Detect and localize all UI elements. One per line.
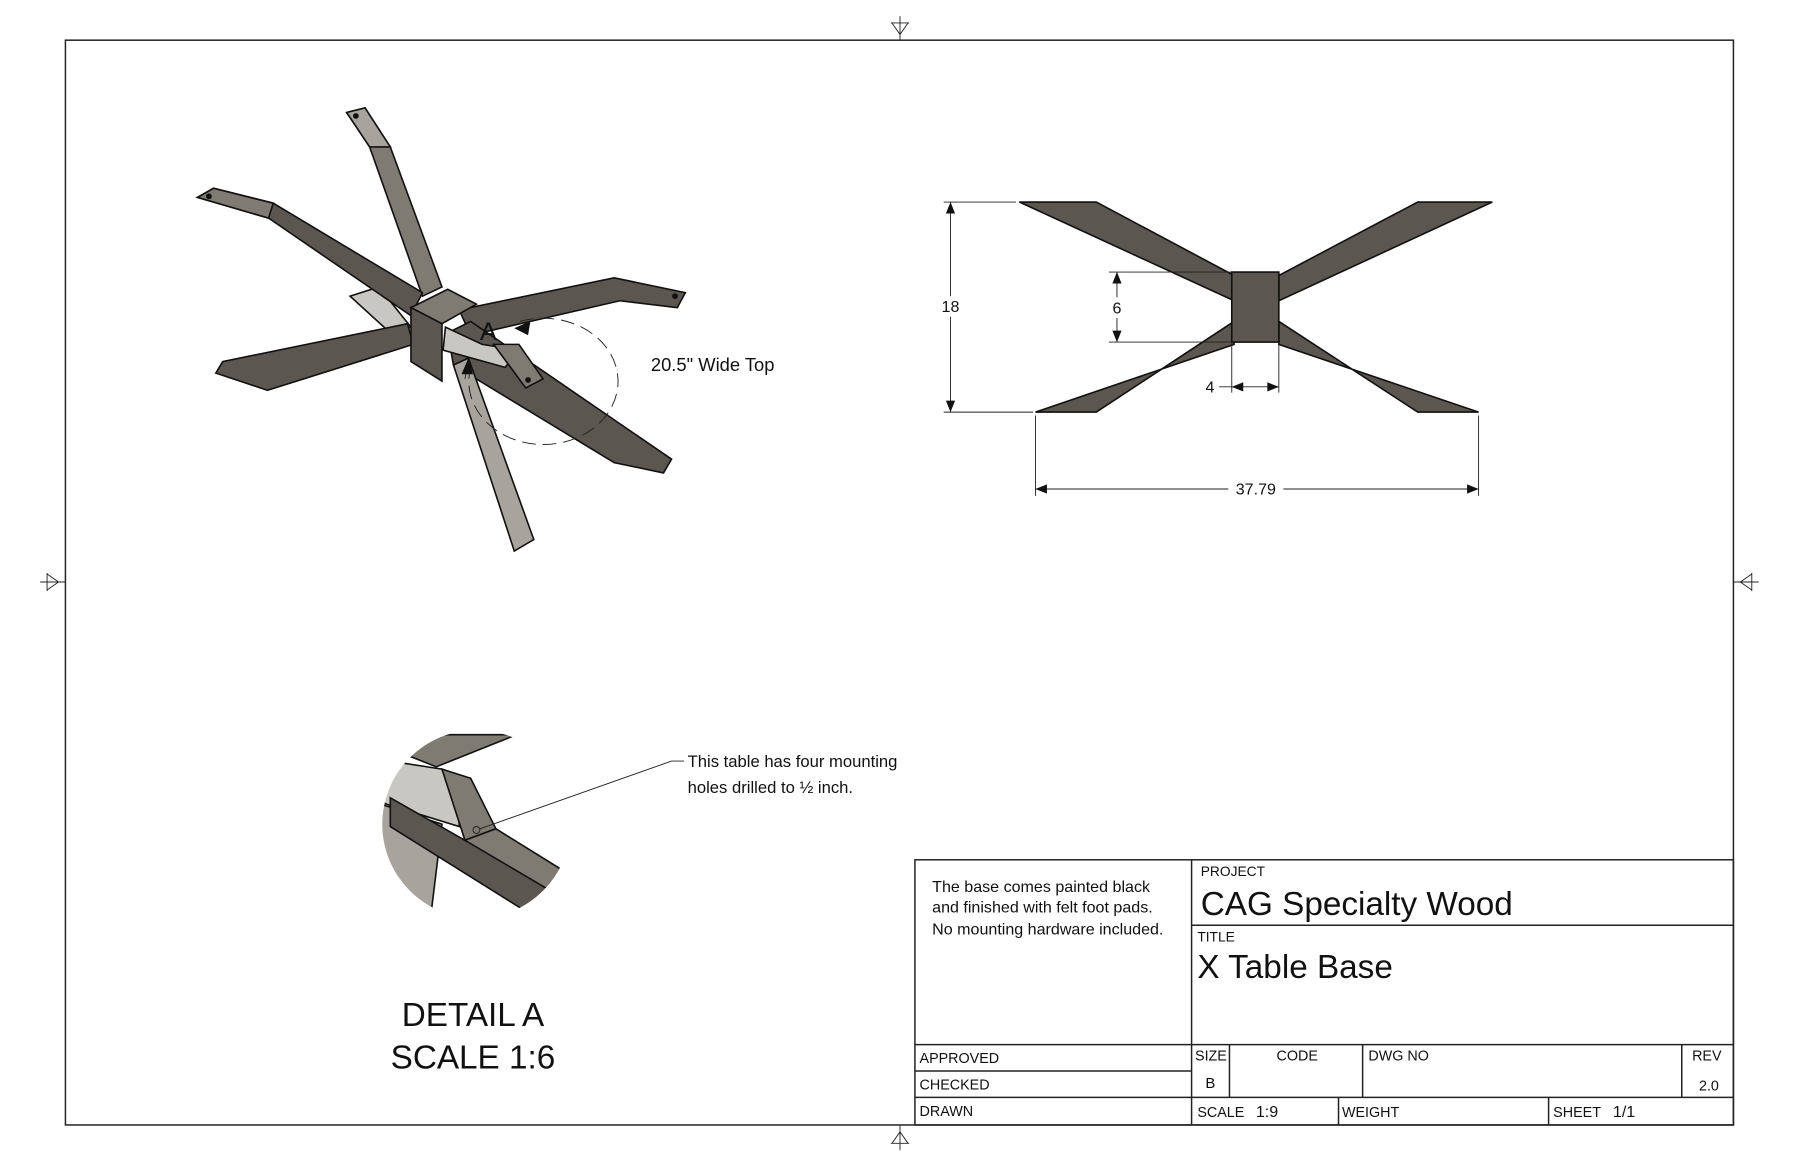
detail-circle [468,317,619,445]
detail-view: This table has four mounting holes drill… [382,733,898,1077]
scale-value: 1:9 [1256,1103,1278,1121]
dim-hub-width: 4 [1205,379,1214,397]
sheet-value: 1/1 [1613,1103,1635,1121]
code-label: CODE [1276,1049,1317,1065]
top-width-note: 20.5" Wide Top [651,354,775,375]
drawing-border [64,39,1735,1126]
weight-label: WEIGHT [1342,1105,1400,1121]
approved-label: APPROVED [920,1051,1000,1067]
dim-width: 37.79 [1236,481,1276,499]
rev-value: 2.0 [1699,1079,1719,1095]
detail-note-line1: This table has four mounting [688,752,898,771]
title-block: The base comes painted black and finishe… [914,859,1735,1126]
size-value: B [1205,1075,1215,1092]
title-label: TITLE [1197,929,1234,944]
project-label: PROJECT [1201,864,1266,879]
project-name: CAG Specialty Wood [1201,886,1513,923]
notes-line2: and finished with felt foot pads. [932,899,1153,917]
front-view: 18 6 4 37.79 [939,201,1493,499]
center-hub [1230,271,1280,343]
sheet-label: SHEET [1553,1105,1601,1121]
detail-note-line2: holes drilled to ½ inch. [688,778,853,797]
checked-label: CHECKED [920,1077,990,1093]
center-marks [40,16,1759,1151]
dwg-no-label: DWG NO [1368,1049,1429,1065]
notes-line1: The base comes painted black [932,878,1151,896]
detail-callout-letter: A [480,318,497,346]
drawing-title: X Table Base [1197,949,1393,986]
dim-height: 18 [942,298,960,316]
detail-scale: SCALE 1:6 [391,1040,556,1077]
scale-label: SCALE [1197,1105,1244,1121]
size-label: SIZE [1195,1049,1227,1065]
drawn-label: DRAWN [920,1104,974,1120]
isometric-view: A 20.5" Wide Top [195,106,775,553]
detail-title: DETAIL A [402,997,545,1034]
notes-line3: No mounting hardware included. [932,920,1163,938]
rev-label: REV [1692,1049,1722,1065]
dim-hub-height: 6 [1112,299,1121,317]
